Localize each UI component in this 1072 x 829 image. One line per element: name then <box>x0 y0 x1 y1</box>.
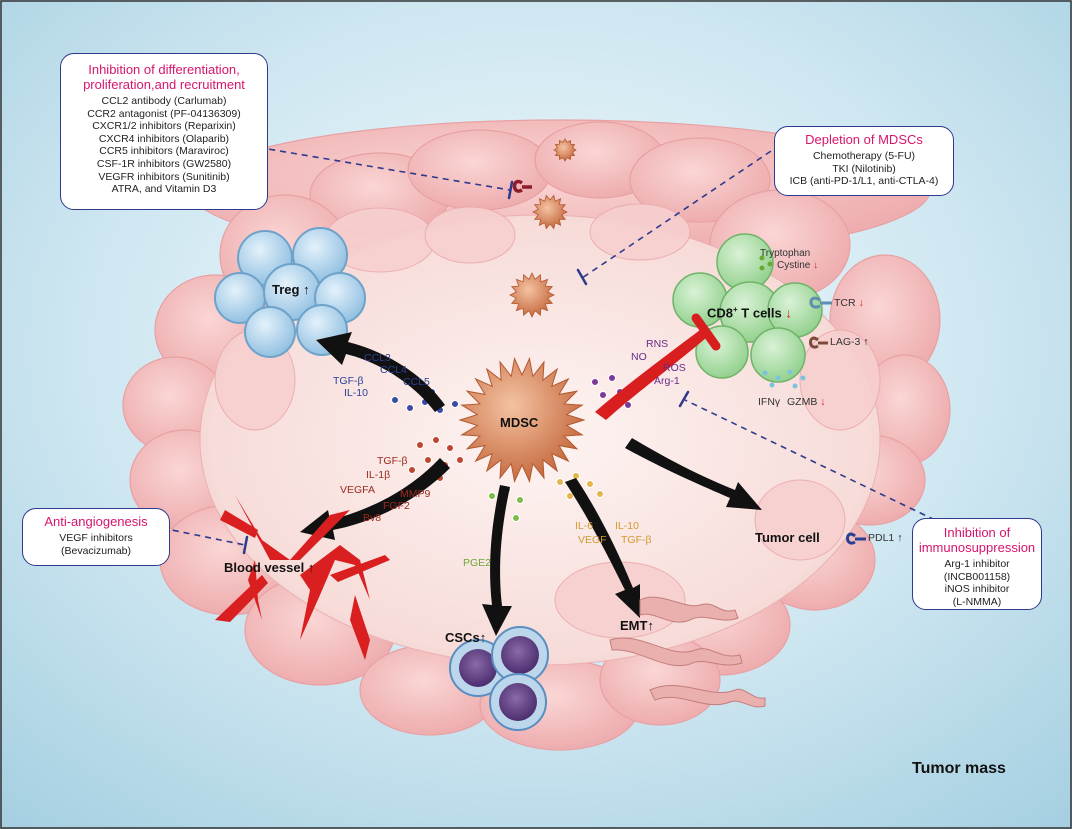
signal-tgf-b: TGF-β <box>621 534 652 546</box>
down-arrow-icon: ↓ <box>813 260 819 271</box>
cd8-label-suffix: T cells <box>737 305 782 321</box>
tcr-receptor <box>809 296 832 309</box>
immunosuppression-box: Inhibition of immunosuppression Arg-1 in… <box>912 518 1042 610</box>
immunosuppression-item: (INCB001158) <box>943 570 1011 583</box>
depletion-item: TKI (Nilotinib) <box>832 162 896 175</box>
inhibition-box: Inhibition of differentiation, prolifera… <box>60 53 268 210</box>
red-inhibition-arrow <box>595 313 721 420</box>
depletion-box-title: Depletion of MDSCs <box>805 132 923 147</box>
signal-vegf: VEGF <box>578 534 607 546</box>
gzmb-text: GZMB <box>787 396 818 408</box>
signal-mmp9: MMP9 <box>400 488 431 500</box>
down-arrow-icon: ↓ <box>785 305 792 321</box>
pdl1-label: PDL1 ↑ <box>868 532 902 544</box>
tryptophan-dots <box>759 255 773 271</box>
ifn-label: IFNγ <box>758 396 781 408</box>
inhibition-item: CCR2 antagonist (PF-04136309) <box>87 107 241 120</box>
pdl1-receptor <box>846 532 866 545</box>
immunosuppression-item: iNOS inhibitor <box>944 583 1010 596</box>
inhibition-bars <box>242 180 690 555</box>
depletion-box: Depletion of MDSCs Chemotherapy (5-FU) T… <box>774 126 954 196</box>
signal-il-10: IL-10 <box>344 387 368 399</box>
inhibition-item: CSF-1R inhibitors (GW2580) <box>96 157 232 170</box>
cd8-label-text: CD8 <box>707 305 734 321</box>
up-arrow-icon: ↑ <box>897 532 903 544</box>
cscs-label: CSCs↑ <box>445 630 486 645</box>
treg-cells <box>214 227 366 358</box>
depletion-item: Chemotherapy (5-FU) <box>812 150 916 162</box>
signal-ros: ROS <box>663 362 686 374</box>
signal-ccl3: CCL3 <box>364 352 391 364</box>
inhibition-item: CXCR1/2 inhibitors (Reparixin) <box>92 120 236 133</box>
angiogenesis-box-title: Anti-angiogenesis <box>44 514 148 529</box>
emt-label-text: EMT <box>620 618 648 633</box>
signal-ccl5: CCL5 <box>403 376 430 388</box>
inhibition-item: CXCR4 inhibitors (Olaparib) <box>98 132 230 145</box>
immunosuppression-item: Arg-1 inhibitor <box>944 558 1010 570</box>
cystine-label: Cystine ↓ <box>777 260 818 272</box>
inhibition-item: ATRA, and Vitamin D3 <box>111 183 217 196</box>
emt-cells <box>609 596 766 708</box>
cytokine-dots-vessel <box>408 436 464 482</box>
cd8-label: CD8+ T cells ↓ <box>707 305 792 320</box>
treg-label: Treg ↑ <box>272 282 310 297</box>
signal-fgf2: FGF2 <box>383 500 410 512</box>
cystine-text: Cystine <box>777 260 811 271</box>
lag3-label: LAG-3 ↑ <box>830 336 869 348</box>
down-arrow-icon: ↓ <box>858 297 864 309</box>
angiogenesis-box: Anti-angiogenesis VEGF inhibitors (Bevac… <box>22 508 170 566</box>
tcr-text: TCR <box>834 297 856 309</box>
blood-vessel-label-text: Blood vessel <box>224 560 305 575</box>
up-arrow-icon: ↑ <box>647 618 654 633</box>
inhibition-item: CCR5 inhibitors (Maraviroc) <box>99 145 229 158</box>
cd8-t-cells <box>672 233 823 383</box>
blood-vessel <box>215 495 390 660</box>
tcr-label: TCR ↓ <box>834 297 864 309</box>
csc-cells <box>449 626 549 731</box>
signal-il-1b: IL-1β <box>366 469 391 481</box>
lag3-text: LAG-3 <box>830 336 861 348</box>
signal-ccl4: CCL4 <box>380 364 407 376</box>
emt-label: EMT↑ <box>620 618 654 633</box>
up-arrow-icon: ↑ <box>303 282 310 297</box>
mdsc-cell <box>458 356 586 484</box>
signal-no: NO <box>631 351 647 363</box>
depletion-item: ICB (anti-PD-1/L1, anti-CTLA-4) <box>789 175 939 188</box>
down-arrow-icon: ↓ <box>820 396 826 408</box>
signal-pge2: PGE2 <box>463 557 492 569</box>
inhibition-box-title: Inhibition of differentiation, prolifera… <box>83 62 245 92</box>
up-arrow-icon: ↑ <box>479 630 487 645</box>
angiogenesis-item: (Bevacizumab) <box>60 544 132 557</box>
tryptophan-label: Tryptophan <box>760 248 811 259</box>
angiogenesis-item: VEGF inhibitors <box>59 532 133 544</box>
inhibition-item: VEGFR inhibitors (Sunitinib) <box>98 170 230 183</box>
signal-tgf-b: TGF-β <box>377 455 408 467</box>
pdl1-text: PDL1 <box>868 532 895 544</box>
cscs-label-text: CSCs <box>445 630 480 645</box>
up-arrow-icon: ↑ <box>863 336 869 348</box>
small-mdsc-cells <box>509 138 577 318</box>
lag3-receptor <box>809 336 828 349</box>
cd8-superscript: + <box>733 305 738 314</box>
immunosuppression-item: (L-NMMA) <box>952 595 1002 608</box>
signal-bv8: Bv8 <box>363 512 382 524</box>
gzmb-label: GZMB ↓ <box>787 396 826 408</box>
tumor-cell-label: Tumor cell <box>755 530 820 545</box>
immunosuppression-box-title: Inhibition of immunosuppression <box>918 525 1036 555</box>
recruitment-receptor <box>512 179 532 193</box>
signal-vegfa: VEGFA <box>340 484 376 496</box>
up-arrow-icon: ↑ <box>307 560 315 575</box>
signal-arg-1: Arg-1 <box>654 375 680 387</box>
signal-rns: RNS <box>646 338 669 350</box>
blood-vessel-label: Blood vessel ↑ <box>224 560 314 575</box>
signal-il-10: IL-10 <box>615 520 639 532</box>
signal-il-6: IL-6 <box>575 520 594 532</box>
ifn-gzmb-dots <box>762 369 806 389</box>
treg-label-text: Treg <box>272 282 300 297</box>
tumor-mass-label: Tumor mass <box>912 760 1006 777</box>
mdsc-label: MDSC <box>500 415 539 430</box>
inhibition-item: CCL2 antibody (Carlumab) <box>101 95 227 107</box>
signal-tgf-b: TGF-β <box>333 375 364 387</box>
